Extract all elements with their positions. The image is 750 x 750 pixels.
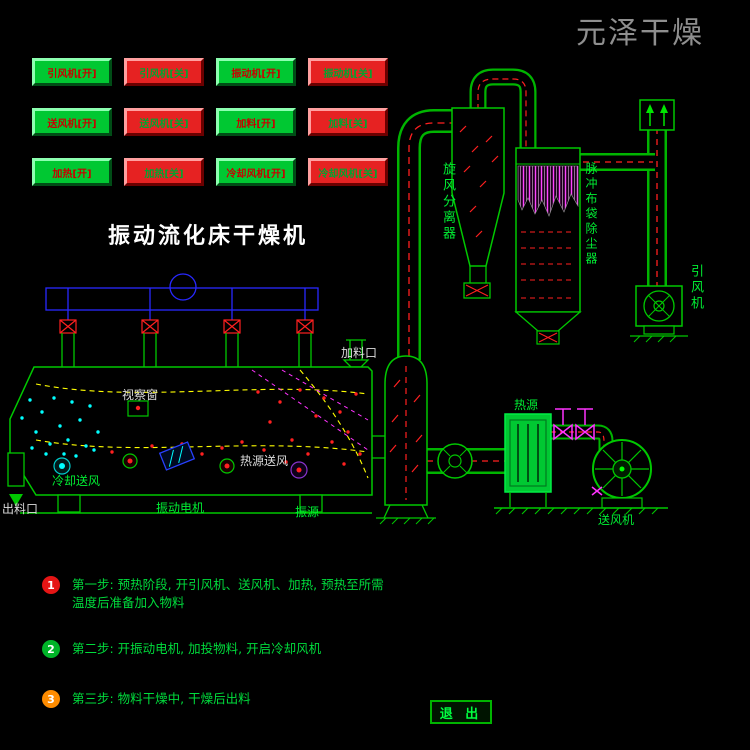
exit-button[interactable]: 退 出: [430, 700, 492, 724]
cooling-inline-fan: [437, 443, 473, 479]
feed-inlet-label: 加料口: [341, 346, 378, 360]
dryer-top-frame: [45, 273, 319, 320]
step-3-badge: 3: [42, 690, 60, 708]
step-2-badge: 2: [42, 640, 60, 658]
page-title: 振动流化床干燥机: [108, 224, 309, 249]
bag-filter: [514, 147, 582, 345]
dryer-body: [9, 366, 373, 496]
step-3-text: 第三步: 物料干燥中, 干燥后出料: [72, 691, 251, 706]
discharge-outlet-label: 出料口: [2, 502, 39, 516]
cyclone-separator: [451, 107, 505, 299]
hot-air-supply-label: 热源送风: [240, 454, 289, 468]
vibrator-on-button[interactable]: 振动机[开]: [216, 58, 296, 86]
step-2-text: 第二步: 开振动电机, 加投物料, 开启冷却风机: [72, 641, 322, 656]
induced-draft-fan: [630, 285, 688, 343]
supply-fan-off-button[interactable]: 送风机[关]: [124, 108, 204, 136]
cooling-fan-off-button[interactable]: 冷却风机[关]: [308, 158, 388, 186]
induced-fan-label: 引风机: [688, 264, 703, 312]
cooling-fan-on-button[interactable]: 冷却风机[开]: [216, 158, 296, 186]
supply-fan-blower: [591, 439, 652, 509]
feed-off-button[interactable]: 加料[关]: [308, 108, 388, 136]
feed-hopper: [342, 339, 370, 368]
heating-off-button[interactable]: 加热[关]: [124, 158, 204, 186]
heat-source-label: 热源: [514, 398, 539, 412]
heat-source-box: [504, 413, 552, 507]
cyclone-exhaust-pipe: [469, 68, 537, 152]
riser-pipe: [397, 109, 460, 360]
step-1-badge: 1: [42, 576, 60, 594]
pipe-valves: [553, 408, 595, 441]
spring-supports: [59, 319, 314, 367]
viewing-window-label: 视察窗: [122, 388, 159, 402]
feed-on-button[interactable]: 加料[开]: [216, 108, 296, 136]
cyclone-label: 旋风分离器: [440, 162, 455, 242]
induced-fan-on-button[interactable]: 引风机[开]: [32, 58, 112, 86]
right-ground: [494, 507, 668, 515]
step-3: 3 第三步: 物料干燥中, 干燥后出料: [42, 690, 251, 708]
vibrator-off-button[interactable]: 振动机[关]: [308, 58, 388, 86]
induced-fan-off-button[interactable]: 引风机[关]: [124, 58, 204, 86]
vibration-motor-label: 振动电机: [156, 501, 205, 515]
cooling-air-label: 冷却送风: [52, 474, 101, 488]
exhaust-stack-cap: [639, 99, 675, 131]
step-1-text: 第一步: 预热阶段, 开引风机、送风机、加热, 预热至所需 温度后准备加入物料: [72, 577, 384, 610]
step-1: 1 第一步: 预热阶段, 开引风机、送风机、加热, 预热至所需 温度后准备加入物…: [42, 576, 384, 611]
vibration-source-label: 振源: [295, 505, 320, 519]
discharge-vessel: [368, 355, 436, 525]
step-2: 2 第二步: 开振动电机, 加投物料, 开启冷却风机: [42, 640, 321, 658]
discharge-outlet: [7, 452, 25, 506]
brand-logo: 元泽干燥: [576, 16, 704, 51]
supply-fan-label: 送风机: [598, 513, 635, 527]
control-button-grid: 引风机[开] 引风机[关] 振动机[开] 振动机[关] 送风机[开] 送风机[关…: [32, 58, 388, 186]
bag-filter-label: 脉冲布袋除尘器: [584, 162, 598, 267]
supply-fan-on-button[interactable]: 送风机[开]: [32, 108, 112, 136]
dryer-base: [20, 494, 372, 514]
heating-on-button[interactable]: 加热[开]: [32, 158, 112, 186]
blower-pipe: [549, 424, 614, 458]
